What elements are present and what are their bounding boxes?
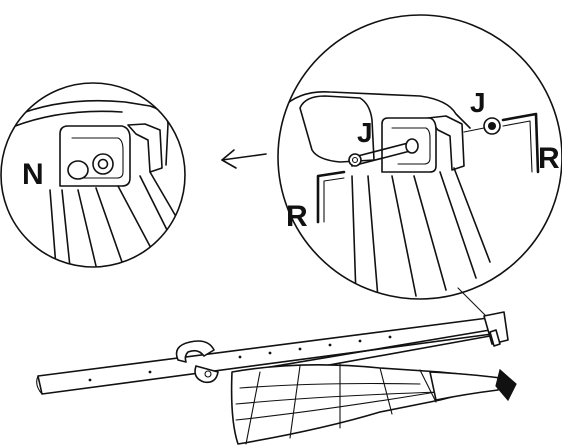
detail-circle-left-outline [0,82,186,268]
rib-r5 [439,171,477,279]
washer [92,153,114,175]
rib-r6 [453,167,491,263]
housing-top-right [281,91,471,129]
rib-4 [95,187,123,263]
arm-end-cap [36,375,43,395]
strut-top [239,329,491,373]
arrow-left-icon [221,149,267,169]
label-j-left: J [357,117,373,148]
canopy-tip [429,371,501,401]
end-clamp [483,311,509,345]
pin-end [405,138,419,154]
rib-7 [149,171,179,221]
crank-bolt [204,370,212,378]
canopy-fold-1 [239,382,421,389]
rib-r4 [413,175,447,291]
rib-r2 [367,175,379,299]
canopy-fold-2 [235,391,441,405]
cap-block [299,95,375,163]
label-j-right: J [470,87,486,118]
pin-head-left-hole [351,156,359,164]
canopy-rib-2 [289,365,301,439]
rib-1 [49,189,57,267]
canopy-rib-5 [419,369,437,403]
zoom-leader [457,287,489,319]
side-bracket-right [427,115,465,171]
washer-hole [97,158,109,170]
rib-r3 [391,175,417,297]
detail-circle-right-outline [277,14,562,300]
plate-slot-right [391,127,431,165]
plate-slot [71,137,124,179]
allen-key-left-inner [323,177,345,223]
arm-holes [88,335,392,382]
rib-3 [77,189,97,267]
finial-icon [495,368,517,402]
crank-hub [194,365,219,384]
pin-shaft-top [349,141,413,159]
washer-right-hole [488,122,496,130]
rib-r1 [351,175,357,297]
side-bracket [127,123,163,173]
pin-head-left [348,153,362,167]
knob-n [67,160,89,180]
allen-key-right [501,112,540,174]
end-clamp-pin [489,329,501,347]
canopy-rib-4 [379,367,393,415]
allen-key-left [316,170,346,224]
detail-circle-right: J J R R [277,14,562,300]
housing-inner-edge [9,110,123,129]
pin-shaft-bottom [351,149,415,167]
detail-circle-left: N [0,82,186,268]
rib-6 [139,175,169,233]
umbrella-frame [36,311,517,445]
label-r-right: R [538,142,560,175]
canopy-fold-3 [235,387,461,421]
rib-5 [117,185,153,251]
rib-2 [61,189,71,267]
allen-key-right-inner [502,120,533,173]
canopy-rib-1 [245,371,261,445]
leader-j-right [463,127,485,133]
label-r-left: R [286,200,308,233]
label-n: N [22,158,44,191]
crank-handle [175,340,215,363]
